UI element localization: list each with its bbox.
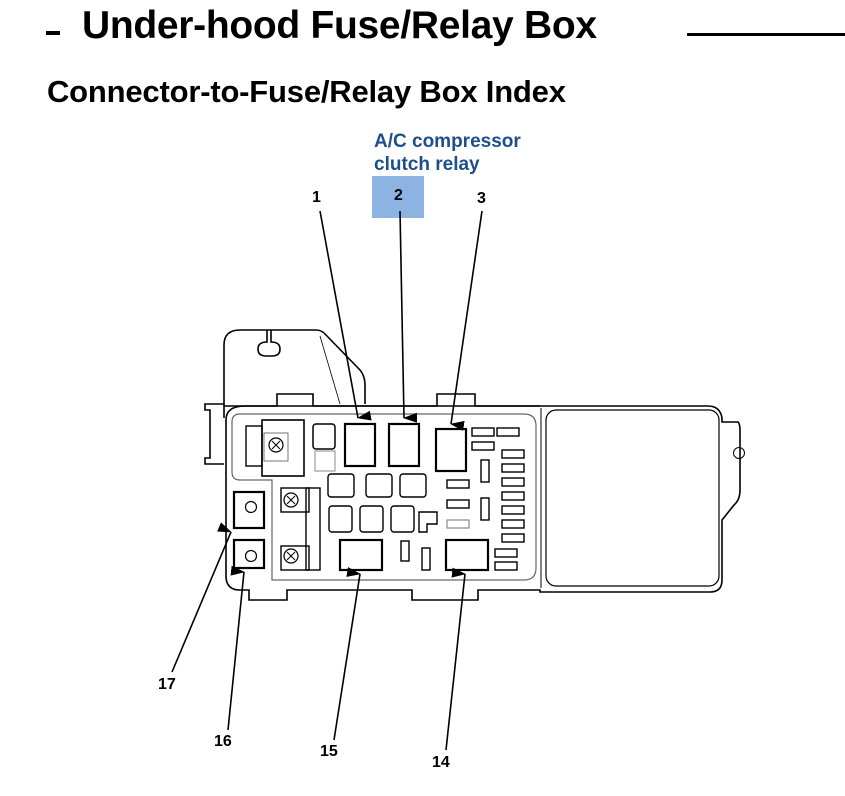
relay-15: [338, 538, 384, 572]
relay-3: [434, 427, 468, 473]
relay-2: [387, 422, 421, 468]
leader-3: [450, 210, 483, 431]
page-title: Under-hood Fuse/Relay Box: [82, 4, 597, 47]
bracket-slot: [257, 330, 281, 357]
leader-1: [319, 210, 372, 421]
bracket-edge: [319, 335, 341, 405]
left-clip: [204, 403, 224, 465]
screw-icon: [283, 548, 299, 564]
title-rule: [687, 33, 845, 36]
connector-16: [232, 538, 266, 570]
main-outline: [225, 405, 741, 601]
callout-line-1: A/C compressor: [374, 131, 521, 152]
relay-1: [343, 422, 377, 468]
title-dash: [46, 31, 60, 35]
bracket-outline: [223, 329, 366, 418]
label-3: 3: [477, 190, 486, 207]
leader-2: [399, 210, 418, 423]
leader-17: [171, 522, 232, 673]
label-16: 16: [214, 733, 232, 750]
connector-tab: [245, 425, 263, 467]
right-cover: [545, 409, 720, 587]
label-15: 15: [320, 743, 338, 760]
page-subtitle: Connector-to-Fuse/Relay Box Index: [47, 74, 566, 109]
small-fuse: [312, 423, 336, 450]
ground-terminal: [261, 419, 305, 477]
top-tabs: [224, 393, 540, 407]
leader-15: [333, 567, 361, 741]
label-1: 1: [312, 189, 321, 206]
label-17: 17: [158, 676, 176, 693]
callout-text: A/C compressor clutch relay: [374, 130, 521, 176]
inner-panel: [231, 413, 537, 581]
callout-line-2: clutch relay: [374, 154, 480, 175]
connector-17: [232, 490, 266, 530]
screw-icon: [268, 437, 284, 453]
label-14: 14: [432, 754, 450, 771]
leader-16: [227, 565, 245, 731]
leader-14: [445, 567, 466, 751]
label-2: 2: [394, 187, 403, 204]
mount-hole: [733, 447, 745, 459]
relay-14: [444, 538, 490, 572]
screw-icon: [283, 492, 299, 508]
highlight-box-2: [372, 176, 424, 218]
